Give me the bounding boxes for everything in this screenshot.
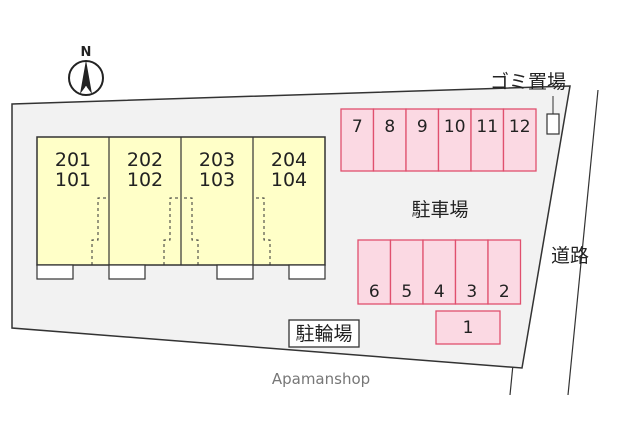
unit-1-upper: 201 — [55, 149, 91, 171]
parking-space-number: 9 — [417, 117, 428, 137]
parking-space — [422, 239, 457, 305]
parking-space-number: 2 — [499, 282, 510, 302]
parking-space-number: 3 — [466, 282, 477, 302]
unit-1-lower: 101 — [55, 169, 91, 191]
parking-space — [357, 239, 392, 305]
garbage-area-box — [546, 113, 560, 135]
parking-row-bottom: 1 — [435, 310, 501, 345]
parking-space-number: 8 — [384, 117, 395, 137]
parking-space-number: 5 — [401, 282, 412, 302]
parking-space-number: 6 — [369, 282, 380, 302]
bicycle-parking-box — [288, 319, 360, 348]
parking-space — [340, 108, 375, 172]
parking-space-number: 7 — [352, 117, 363, 137]
unit-2-upper: 202 — [127, 149, 163, 171]
parking-space — [405, 108, 440, 172]
unit-labels: 201 101 202 102 203 103 204 104 — [55, 149, 307, 191]
parking-space-number: 4 — [434, 282, 445, 302]
parking-row-middle: 6 5 4 3 2 — [357, 239, 522, 305]
garbage-area-label: ゴミ置場 — [490, 71, 566, 93]
parking-space-number: 12 — [509, 117, 531, 137]
parking-space — [487, 239, 522, 305]
parking-space — [435, 310, 501, 345]
parking-space — [454, 239, 489, 305]
parking-space — [437, 108, 472, 172]
unit-3-upper: 203 — [199, 149, 235, 171]
unit-4-lower: 104 — [271, 169, 307, 191]
unit-3-lower: 103 — [199, 169, 235, 191]
parking-row-top: 7 8 9 10 11 12 — [340, 108, 537, 172]
parking-space — [502, 108, 537, 172]
parking-space-number: 11 — [476, 117, 498, 137]
parking-space-number: 10 — [444, 117, 466, 137]
parking-space — [470, 108, 505, 172]
unit-2-lower: 102 — [127, 169, 163, 191]
north-arrow-icon — [68, 60, 104, 96]
parking-space — [389, 239, 424, 305]
road-label: 道路 — [551, 245, 589, 267]
road-line-right — [567, 89, 599, 396]
unit-4-upper: 204 — [271, 149, 307, 171]
parking-label: 駐車場 — [411, 199, 468, 221]
compass-letter: N — [81, 45, 92, 60]
bicycle-parking-label: 駐輪場 — [295, 323, 352, 345]
apartment-building — [36, 136, 326, 280]
parking-space-number: 1 — [463, 318, 474, 338]
credit-watermark: Apamanshop — [272, 370, 370, 388]
